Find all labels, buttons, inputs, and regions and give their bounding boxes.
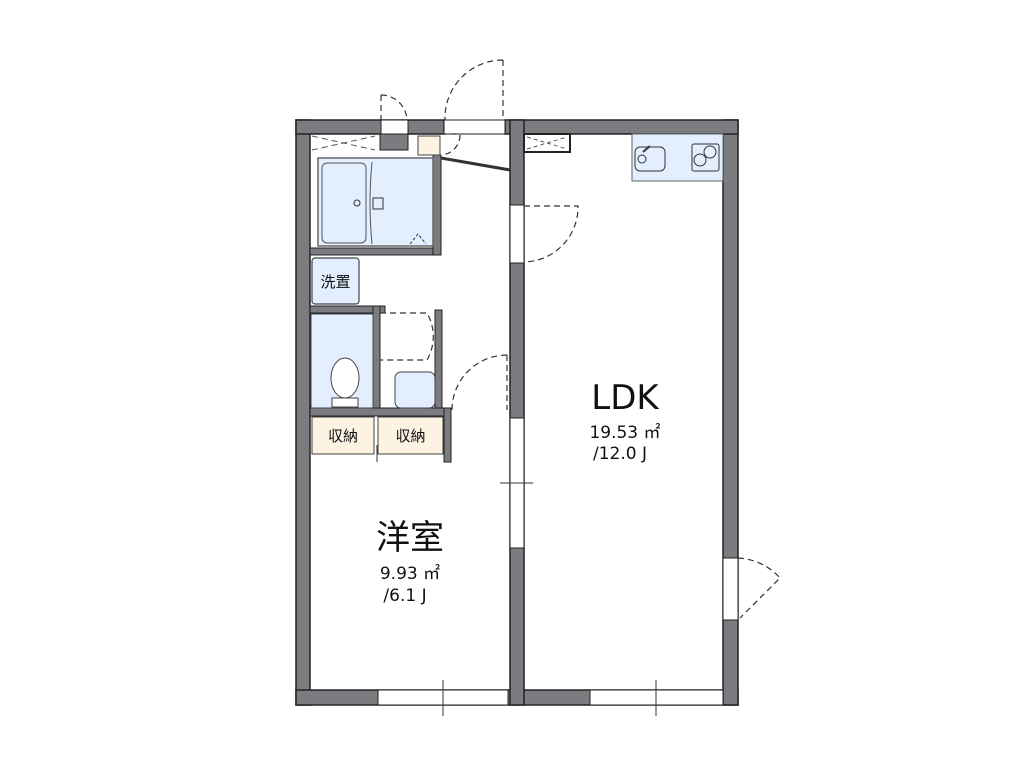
laundry-space: [311, 257, 360, 305]
shoe-storage: [417, 135, 441, 156]
door-swings: [380, 59, 781, 619]
storage-1: [311, 416, 375, 455]
entrance-step: [440, 156, 511, 172]
inner-walls: [309, 133, 452, 463]
storage-2: [377, 416, 444, 455]
western-room-name: 洋室: [376, 518, 444, 558]
western-room-tatami: /6.1 J: [383, 586, 427, 606]
western-room-area: 9.93 ㎡: [379, 564, 441, 584]
laundry-label: 洗置: [320, 273, 351, 291]
toilet-room: [310, 313, 374, 409]
vent: [523, 133, 571, 153]
wash-basin: [394, 371, 436, 409]
bathroom: [311, 135, 434, 247]
storage-2-label: 収納: [395, 427, 426, 445]
window-marks: [376, 445, 657, 716]
kitchen: [631, 133, 724, 182]
ldk-area: 19.53 ㎡: [589, 423, 661, 443]
ldk-name: LDK: [591, 378, 659, 418]
ldk-tatami: /12.0 J: [593, 444, 647, 464]
storage-1-label: 収納: [327, 427, 358, 445]
